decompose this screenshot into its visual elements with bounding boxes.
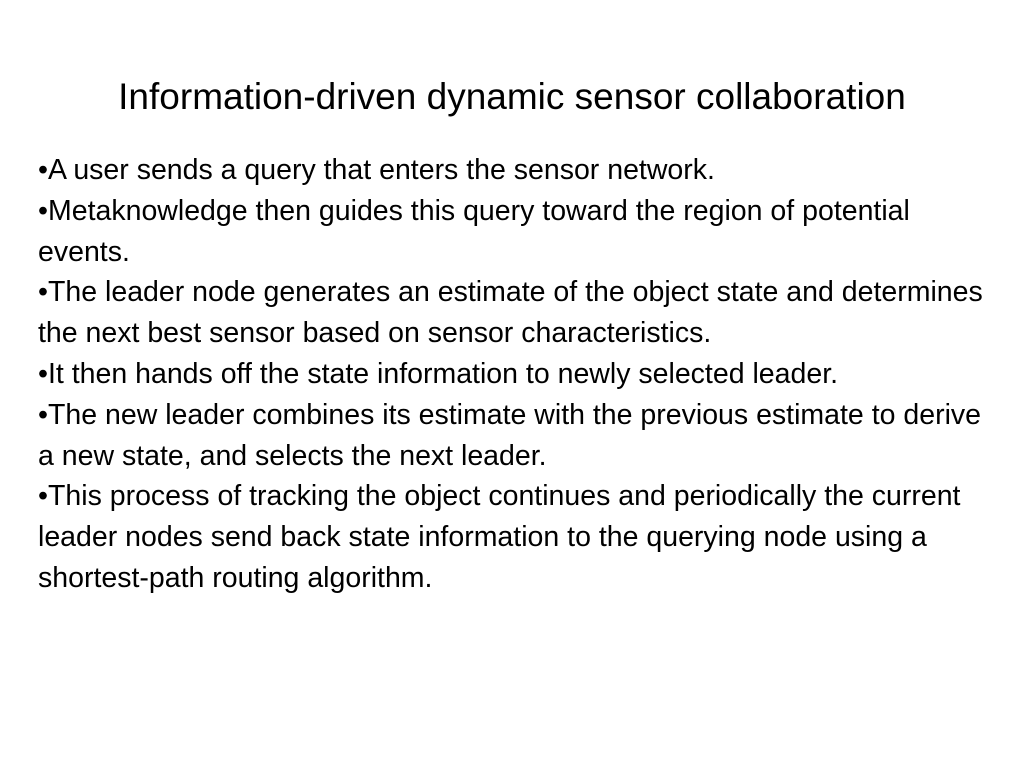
bullet-item: •Metaknowledge then guides this query to… bbox=[38, 194, 910, 268]
bullet-list: •A user sends a query that enters the se… bbox=[38, 150, 988, 599]
bullet-item: •A user sends a query that enters the se… bbox=[38, 154, 715, 186]
bullet-item: •This process of tracking the object con… bbox=[38, 480, 961, 594]
slide-title: Information-driven dynamic sensor collab… bbox=[118, 76, 906, 117]
bullet-item: •It then hands off the state information… bbox=[38, 357, 839, 390]
bullet-item: •The new leader combines its estimate wi… bbox=[38, 398, 982, 472]
bullet-item: •The leader node generates an estimate o… bbox=[38, 276, 983, 350]
